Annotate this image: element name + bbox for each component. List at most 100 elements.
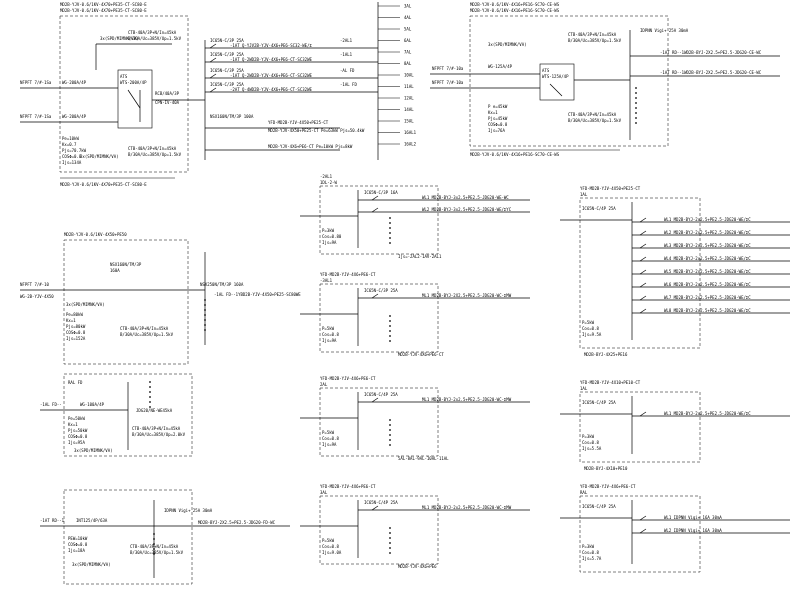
panel5-param-0: PEW=10kW xyxy=(68,536,88,541)
right-box-param: P=3kW xyxy=(582,544,595,549)
panel2-ats-label: ATS xyxy=(542,68,550,73)
mid-box-footer: MD2B-YJV-4X6+PE6 xyxy=(398,564,437,569)
right-box-sub: 1AL xyxy=(580,192,588,197)
spare-dot xyxy=(389,532,391,534)
panel4-ctb-2: B/30A/Uc=385V/Up=2.0kV xyxy=(132,432,186,437)
spare-dot xyxy=(389,419,391,421)
mid-box-line-label: ML1 MD2B-BYJ-2X2.5+PE2.5-JDG20-WC-ΣMW xyxy=(422,293,512,298)
right-box-sub: RAL xyxy=(580,490,588,495)
spare-dot xyxy=(389,242,391,244)
panel1-breaker-a: WG-200A/4P xyxy=(62,80,87,85)
right-box-enclosure xyxy=(579,391,701,463)
spare-dot xyxy=(389,552,391,554)
breaker-symbol xyxy=(371,293,379,299)
panel2-param-2: Pjs=45kW xyxy=(488,116,508,121)
right-box-line-label: WL1 IDPNN Vigi+ 16A 30mA xyxy=(664,515,722,520)
panel1-spd-top: 3x(SPD/MIMNK/VA) xyxy=(100,36,139,41)
panel4-param-3: COSΦ=0.8 xyxy=(68,434,88,439)
mid-box-line-label: ML1 MD2B-BYJ-2x2.5+PE2.5-JDG20-WC-ΣMW xyxy=(422,505,512,510)
panel1-circuits: IC65N-C/3P 25A-1AT Q-YJV2B-YJV-4X6+PE6-S… xyxy=(205,38,378,93)
panel2-circuit-cable-1: -1AT RD--1WD2B-BYJ-2X2.5+PE2.5-JDG20-CE-… xyxy=(660,50,762,55)
right-box-footer: MD2B-BYJ-4X25+PE16 xyxy=(584,352,628,357)
right-box-header: YFD-MD2B-YJV-4X10+PE10-CT xyxy=(580,380,641,385)
spare-dot xyxy=(149,386,151,388)
spare-dot xyxy=(204,304,206,306)
panel2-incoming-1: NFPFT 7/#-10a xyxy=(432,66,464,71)
right-box-line-label: WL1 MD2B-BYJ-2x2.5+PE2.5-JDG20-WE/ΣC xyxy=(664,411,751,416)
mid-box-header: YFD-MD2B-YJV-4X6+PE6-CT xyxy=(320,484,376,489)
spare-dot xyxy=(389,325,391,327)
panel2-param-3: COSΦ=0.8 xyxy=(488,122,508,127)
spare-dot xyxy=(153,543,155,545)
right-box-line-label: WL3 MD2B-BYJ-2x2.5+PE2.5-JDG20-WE/ΣC xyxy=(664,243,751,248)
panel4-spare-dots xyxy=(149,381,151,408)
mid-box-header: YFD-MD2B-YJV-4X6+PE6-CT xyxy=(320,272,376,277)
spare-dot xyxy=(389,335,391,337)
breaker-symbol xyxy=(639,217,647,223)
spare-dot xyxy=(204,319,206,321)
mid-box-param: P=5kW xyxy=(322,326,335,331)
panel1-incoming-1: NFPFT 7/#-1Sa xyxy=(20,80,52,85)
right-box-line-label: WL2 MD2B-BYJ-2x2.5+PE2.5-JDG20-WE/ΣC xyxy=(664,230,751,235)
panel2-ats-model: WTS-125A/4P xyxy=(542,74,569,79)
out-tag: 5AL xyxy=(404,27,412,32)
spare-dot xyxy=(635,112,637,114)
breaker-symbol xyxy=(639,256,647,262)
breaker-symbol xyxy=(639,295,647,301)
panel4-param-4: Ijs=95A xyxy=(68,440,85,445)
spare-dot xyxy=(389,542,391,544)
feeder-cable: -1AT Q-2WD2B-YJV-4X6+PE6-CT-SC32WE xyxy=(230,57,312,62)
spare-dot xyxy=(389,434,391,436)
out-tag: 8AL xyxy=(404,61,412,66)
out-tag: 3AL xyxy=(404,4,412,9)
panel1-header: MD2B-YJV-0.6/1KV-4X70+PE35-CT-SC80-E xyxy=(60,2,147,7)
panel2-param-4: Ijs=76A xyxy=(488,128,505,133)
panel5-spare-dots xyxy=(153,533,155,555)
spare-dot xyxy=(635,97,637,99)
mid-box-param: Cos=0.8 xyxy=(322,544,339,549)
panel1-main-breaker-2: CPN-IV-40A xyxy=(155,100,180,105)
mid-box-sub: 2AL xyxy=(320,382,328,387)
spare-dot xyxy=(149,396,151,398)
spare-dot xyxy=(153,553,155,555)
panel2-spd: 3x(SPD/MIMNK/VA) xyxy=(488,42,527,47)
spare-dot xyxy=(153,548,155,550)
breaker-symbol xyxy=(209,57,217,63)
spare-dot xyxy=(389,330,391,332)
out-tag: 4AL xyxy=(404,15,412,20)
panel1-breaker-b: WG-200A/4P xyxy=(62,114,87,119)
panel1-param-2: Pjs=70.7kW xyxy=(62,148,87,153)
panel3-param-1: Kx=1 xyxy=(66,318,76,323)
mid-box-footer: Ijs=-2AL2-1AV-2AL1 xyxy=(398,254,442,259)
panel2-ctb-bottom: CTB-40A/3P+N/In=45kA xyxy=(568,112,617,117)
right-box-line-label: WL2 IDPNN Vigi+ 16A 30mA xyxy=(664,528,722,533)
out-tag: 16AL2 xyxy=(404,142,417,147)
panel1-ats-label: ATS xyxy=(120,74,128,79)
spare-dot xyxy=(149,406,151,408)
out-tag: 7AL xyxy=(404,50,412,55)
spare-dot xyxy=(635,102,637,104)
mid-box-footer: 5AL-8AL-9AL-10AL-11AL xyxy=(398,456,449,461)
panel3-ctb: CTB-40A/3P+N/In=45kA xyxy=(120,326,169,331)
mid-box-param: Ijs=9A xyxy=(322,338,337,343)
breaker-symbol xyxy=(639,528,647,534)
right-box-param: Ijs=5.7A xyxy=(582,556,602,561)
spare-dot xyxy=(153,533,155,535)
right-box-param: Ijs=9.5A xyxy=(582,332,602,337)
right-box-line-label: WL7 MD2B-BYJ-2x2.5+PE2.5-JDG20-WE/ΣC xyxy=(664,295,751,300)
panel3-param-2: Pjs=80kW xyxy=(66,324,86,329)
mid-box-line-label: WL1 MD2B-BYJ-3x2.5+PE2.5-JDG20-WE-WC xyxy=(422,195,509,200)
panel5-incoming: -1AT RD--1 xyxy=(40,518,65,523)
panel4-breaker: WG-100A/4P xyxy=(80,402,105,407)
feeder-breaker: IC65N-C/3P 25A xyxy=(210,52,244,57)
mid-box-sub: 3AL xyxy=(320,490,328,495)
panel1-footer: MD2B-YJV-0.6/1KV-4X70+PE35-CT-SC80-E xyxy=(60,182,147,187)
panel3-incoming-cable: WG-2B-YJV-4X50 xyxy=(20,294,54,299)
breaker-symbol xyxy=(371,207,379,213)
panel-top-right: MD2B-YJV-0.6/1KV-4X16+PE16-SC70-CE-WS MD… xyxy=(430,2,780,157)
right-box-param: Ijs=5.5A xyxy=(582,446,602,451)
spare-dot xyxy=(389,222,391,224)
spare-dot xyxy=(635,87,637,89)
out-tag: 10AL xyxy=(404,73,414,78)
